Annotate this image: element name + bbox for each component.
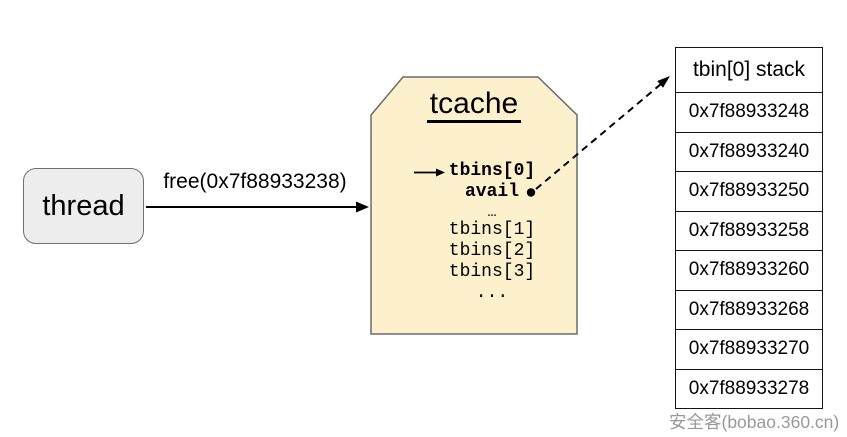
stack-table-row: 0x7f88933270: [676, 330, 822, 370]
stack-table-header: tbin[0] stack: [676, 48, 822, 93]
free-call-label: free(0x7f88933238): [163, 170, 347, 193]
stack-table-row: 0x7f88933278: [688, 377, 810, 399]
dashed-arrow-head-icon: [657, 76, 670, 88]
tbins0-pointer-arrow-head-icon: [436, 168, 445, 177]
stack-table-row: 0x7f88933260: [676, 251, 822, 291]
tcache-line-dots: ...: [475, 283, 509, 303]
thread-node: thread: [23, 168, 144, 244]
free-call-arrow-head-icon: [356, 201, 369, 213]
stack-table-row: 0x7f88933248: [676, 93, 822, 133]
stack-table-row: 0x7f88933268: [676, 291, 822, 330]
avail-link-dot: [526, 188, 536, 197]
avail-to-stack-dashed-arrow: [535, 83, 662, 190]
stack-table-row: 0x7f88933258: [676, 212, 822, 251]
tcache-shape: [370, 76, 578, 335]
tcache-line-tbins2: tbins[2]: [448, 241, 536, 261]
tcache-line-avail: avail: [464, 182, 519, 202]
tcache-line-tbins0: tbins[0]: [448, 161, 536, 181]
stack-table: tbin[0] stack 0x7f88933248 0x7f88933240 …: [675, 47, 823, 409]
tcache-line-tbins3: tbins[3]: [448, 262, 536, 282]
tcache-line-tbins1: tbins[1]: [448, 220, 536, 240]
thread-label: thread: [42, 189, 125, 222]
tcache-title: tcache: [371, 87, 577, 124]
tcache-line-ellipsis: …: [487, 204, 497, 221]
watermark: 安全客(bobao.360.cn): [669, 412, 840, 432]
stack-table-row: 0x7f88933240: [676, 133, 822, 172]
stack-table-row: 0x7f88933250: [676, 172, 822, 212]
